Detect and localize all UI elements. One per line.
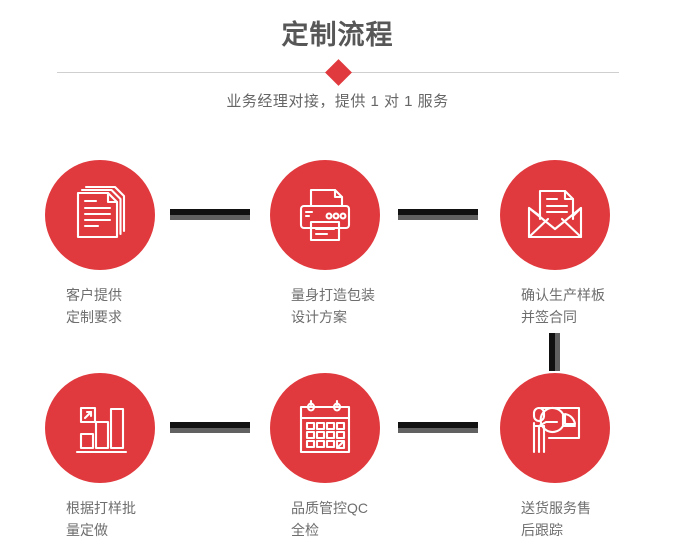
process-flow: 客户提供 定制要求 量身打造包装 设计方案 <box>0 130 675 550</box>
connector-bar-dark <box>170 209 250 215</box>
bar-chart-growth-icon <box>68 396 132 460</box>
connector-step1-step2 <box>170 209 250 220</box>
connector-bar-light <box>398 215 478 220</box>
connector-bar-dark <box>549 333 555 371</box>
connector-step2-step3 <box>398 209 478 220</box>
diamond-marker-icon <box>325 59 352 86</box>
step-3-label: 确认生产样板 并签合同 <box>521 287 605 325</box>
step-1-circle[interactable] <box>45 160 155 270</box>
connector-step5-step6 <box>398 422 478 433</box>
connector-bar-light <box>398 428 478 433</box>
title-divider <box>57 59 619 86</box>
step-5-label: 品质管控QC 全检 <box>291 500 368 538</box>
connector-step3-step6 <box>549 333 560 371</box>
connector-bar-dark <box>398 422 478 428</box>
connector-bar-light <box>170 428 250 433</box>
connector-step4-step5 <box>170 422 250 433</box>
step-4-label: 根据打样批 量定做 <box>66 500 136 538</box>
calendar-checklist-icon <box>293 396 357 460</box>
connector-bar-dark <box>398 209 478 215</box>
connector-bar-light <box>555 333 560 371</box>
step-5-circle[interactable] <box>270 373 380 483</box>
envelope-document-icon <box>523 183 587 247</box>
step-3-circle[interactable] <box>500 160 610 270</box>
printer-icon <box>293 183 357 247</box>
step-4-circle[interactable] <box>45 373 155 483</box>
page-header: 定制流程 业务经理对接，提供 1 对 1 服务 <box>0 0 675 130</box>
page-title: 定制流程 <box>281 20 394 50</box>
step-6-circle[interactable] <box>500 373 610 483</box>
connector-bar-dark <box>170 422 250 428</box>
connector-bar-light <box>170 215 250 220</box>
step-1-label: 客户提供 定制要求 <box>66 287 122 325</box>
step-2-label: 量身打造包装 设计方案 <box>291 287 375 325</box>
presenter-piechart-icon <box>523 396 587 460</box>
page-subtitle: 业务经理对接，提供 1 对 1 服务 <box>226 93 449 110</box>
documents-stack-icon <box>68 183 132 247</box>
step-6-label: 送货服务售 后跟踪 <box>521 500 591 538</box>
step-2-circle[interactable] <box>270 160 380 270</box>
